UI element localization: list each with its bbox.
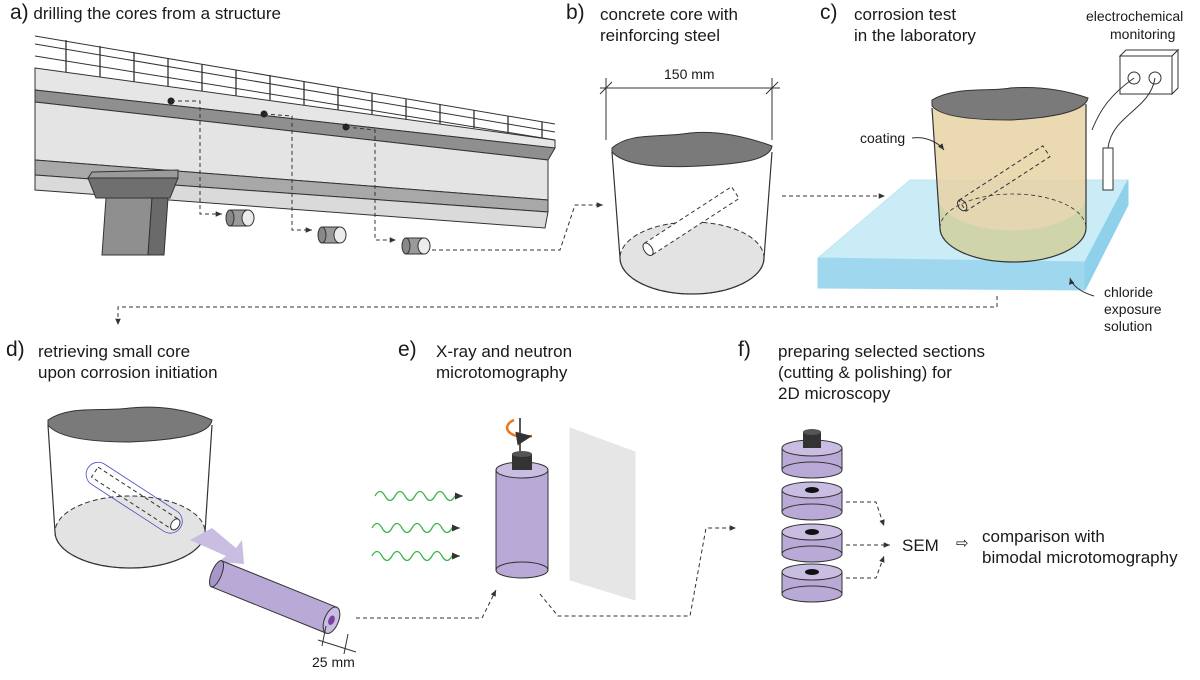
coating-label: coating [860,130,906,146]
panel-c-letter: c) [820,1,838,24]
panel-a-title: drilling the cores from a structure [33,4,281,23]
panel-f-title-1: preparing selected sections [778,342,985,361]
coating-pointer [911,137,945,151]
solution-label-1: chloride [1104,284,1154,300]
solution-label-3: solution [1104,318,1153,334]
electrochemical-monitoring-box [1091,48,1180,191]
arrow-e-to-f [539,525,736,617]
panel-e-title-1: X-ray and neutron [436,342,573,361]
solution-pointer [1069,277,1095,297]
rotating-sample [495,418,549,579]
small-core-25mm [209,560,357,655]
panel-b-title-1: concrete core with [600,5,738,24]
concrete-core-150 [599,78,780,295]
panel-f-title-2: (cutting & polishing) for [778,363,952,382]
panel-d-title-1: retrieving small core [38,342,191,361]
small-drilled-cores [225,209,431,255]
panel-f-letter: f) [738,338,751,361]
sem-label: SEM [902,536,939,555]
monitoring-label-2: monitoring [1110,26,1176,42]
panel-a-letter: a) [10,1,29,24]
arrow-c-to-d [115,296,998,325]
panel-c-title-1: corrosion test [854,5,957,24]
sectioned-sample-stack [781,429,843,603]
panel-b-letter: b) [566,1,585,24]
panel-d-title-2: upon corrosion initiation [38,363,218,382]
result-arrow-icon: ⇨ [956,535,969,552]
radiation-beams [371,490,463,562]
bridge-structure [34,35,556,256]
section-to-sem-arrows [846,501,890,579]
panel-d-letter: d) [6,338,25,361]
panel-f-title-3: 2D microscopy [778,384,891,403]
detector-screen [569,427,636,601]
arrow-d-to-e [356,589,497,619]
core-extraction-paths [171,100,396,243]
panel-b-title-2: reinforcing steel [600,26,721,45]
solution-label-2: exposure [1104,301,1162,317]
panel-c-title-2: in the laboratory [854,26,976,45]
coated-concrete-core [931,87,1089,263]
monitoring-label-1: electrochemical [1086,8,1184,24]
panel-e-title-2: microtomography [436,363,568,382]
result-label-1: comparison with [982,527,1105,546]
core-dimension-150: 150 mm [664,66,715,82]
result-label-2: bimodal microtomography [982,548,1178,567]
core-dimension-25: 25 mm [312,654,355,670]
panel-a-label: a) drilling the cores from a structure [10,2,281,24]
arrow-a-to-b [432,202,603,251]
core-with-drilled-sample [47,406,244,569]
panel-e-letter: e) [398,338,417,361]
